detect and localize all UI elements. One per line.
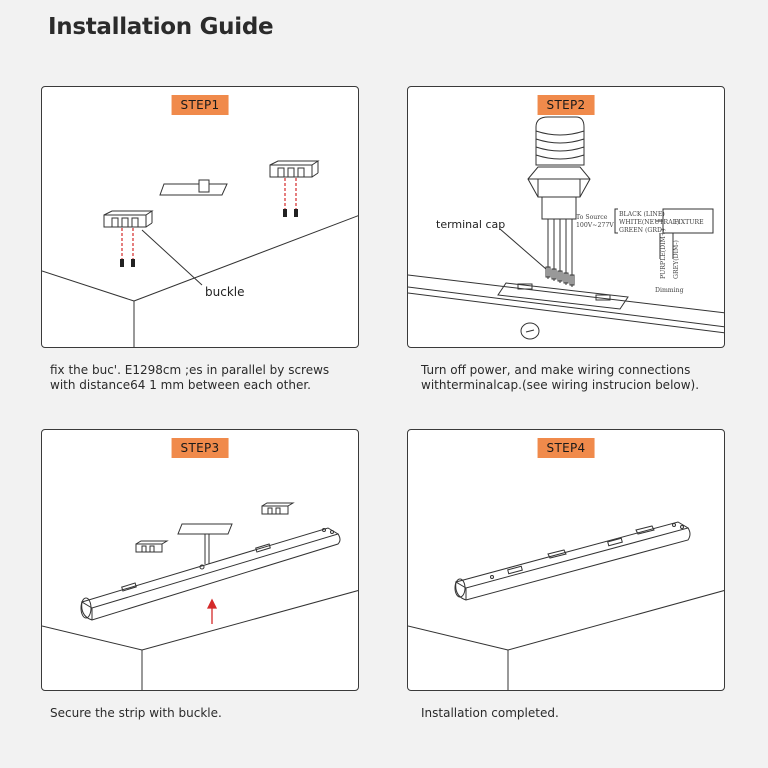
ceiling-edge-right <box>507 590 724 651</box>
step4-illustration <box>408 521 724 690</box>
wiring-plate <box>497 282 629 310</box>
step1-illustration: buckle <box>42 160 358 347</box>
purple-wire-label: PURPLE(DIM+) <box>660 229 667 279</box>
fixture-label: FIXTURE <box>674 219 704 226</box>
step2-panel: STEP2 <box>407 86 725 348</box>
step2-caption-line2: withterminalcap.(see wiring instrucion b… <box>421 378 700 392</box>
step3-panel: STEP3 <box>41 429 359 691</box>
step4-panel: STEP4 <box>407 429 725 691</box>
right-buckle <box>261 502 295 515</box>
step1-badge: STEP1 <box>171 95 229 115</box>
junction-box-connector <box>198 179 210 193</box>
wire-white-label: WHITE(NEUTRAL) <box>619 219 679 226</box>
junction-box <box>159 183 228 196</box>
step1-caption-line1: fix the buc'. E1298cm ;es in parallel by… <box>50 363 330 377</box>
ceiling-edge-left <box>408 625 509 651</box>
buckle-label: buckle <box>205 285 245 299</box>
source-bracket <box>614 208 618 234</box>
grey-wire-label: GREY(DIM-) <box>673 240 680 279</box>
step3-badge: STEP3 <box>171 438 229 458</box>
fitting-body <box>541 196 577 220</box>
left-buckle <box>103 210 154 228</box>
strip-slot <box>595 294 611 301</box>
led-strip-fixture <box>80 527 341 621</box>
strip-edge-top <box>408 274 724 314</box>
step4-caption-line1: Installation completed. <box>421 706 559 720</box>
mounted-buckle <box>547 549 567 559</box>
step1-caption-line2: with distance64 1 mm between each other. <box>50 378 311 392</box>
step2-illustration: terminal cap To Source 100V~277V BLACK (… <box>408 116 724 340</box>
step1-panel: STEP1 <box>41 86 359 348</box>
strip-edge-bottom <box>408 292 724 334</box>
hex-nut <box>527 166 591 198</box>
step3-caption-line1: Secure the strip with buckle. <box>50 706 222 720</box>
terminal-cap-label: terminal cap <box>436 218 505 231</box>
junction-box <box>177 523 233 535</box>
led-strip-fixture <box>454 521 691 601</box>
screw-icon <box>294 209 298 217</box>
wire-bundle <box>547 219 573 287</box>
screw-icon <box>283 209 287 217</box>
ceiling-edge-right <box>133 215 358 302</box>
step2-badge: STEP2 <box>537 95 595 115</box>
buckle-leader <box>141 229 203 286</box>
conduit <box>535 116 585 166</box>
dimming-label: Dimming <box>655 287 684 294</box>
step4-badge: STEP4 <box>537 438 595 458</box>
step1-caption: fix the buc'. E1298cm ;es in parallel by… <box>50 363 329 393</box>
left-buckle <box>135 540 169 553</box>
strip-edge-mid <box>408 286 724 328</box>
knockout-hole <box>520 322 540 340</box>
step3-caption: Secure the strip with buckle. <box>50 706 222 721</box>
screw-icon <box>131 259 135 267</box>
step3-illustration <box>42 502 358 690</box>
ceiling-edge-right <box>141 590 358 651</box>
step2-caption: Turn off power, and make wiring connecti… <box>421 363 699 393</box>
voltage-label: 100V~277V <box>576 222 614 229</box>
wire-black-label: BLACK (LINE) <box>619 211 665 218</box>
mounted-buckle <box>635 525 655 535</box>
screw-icon <box>120 259 124 267</box>
page-title: Installation Guide <box>48 14 274 40</box>
terminal-caps <box>545 266 575 286</box>
right-buckle <box>269 160 320 178</box>
to-source-label: To Source <box>576 214 608 221</box>
ceiling-edge-left <box>42 625 143 651</box>
step4-caption: Installation completed. <box>421 706 559 721</box>
lift-arrow-head <box>206 598 218 609</box>
step2-caption-line1: Turn off power, and make wiring connecti… <box>421 363 691 377</box>
terminal-cap-leader <box>499 228 547 270</box>
strip-slot <box>517 283 533 290</box>
wire-green-label: GREEN (GRD) <box>619 227 664 234</box>
ceiling-edge-left <box>42 270 135 302</box>
